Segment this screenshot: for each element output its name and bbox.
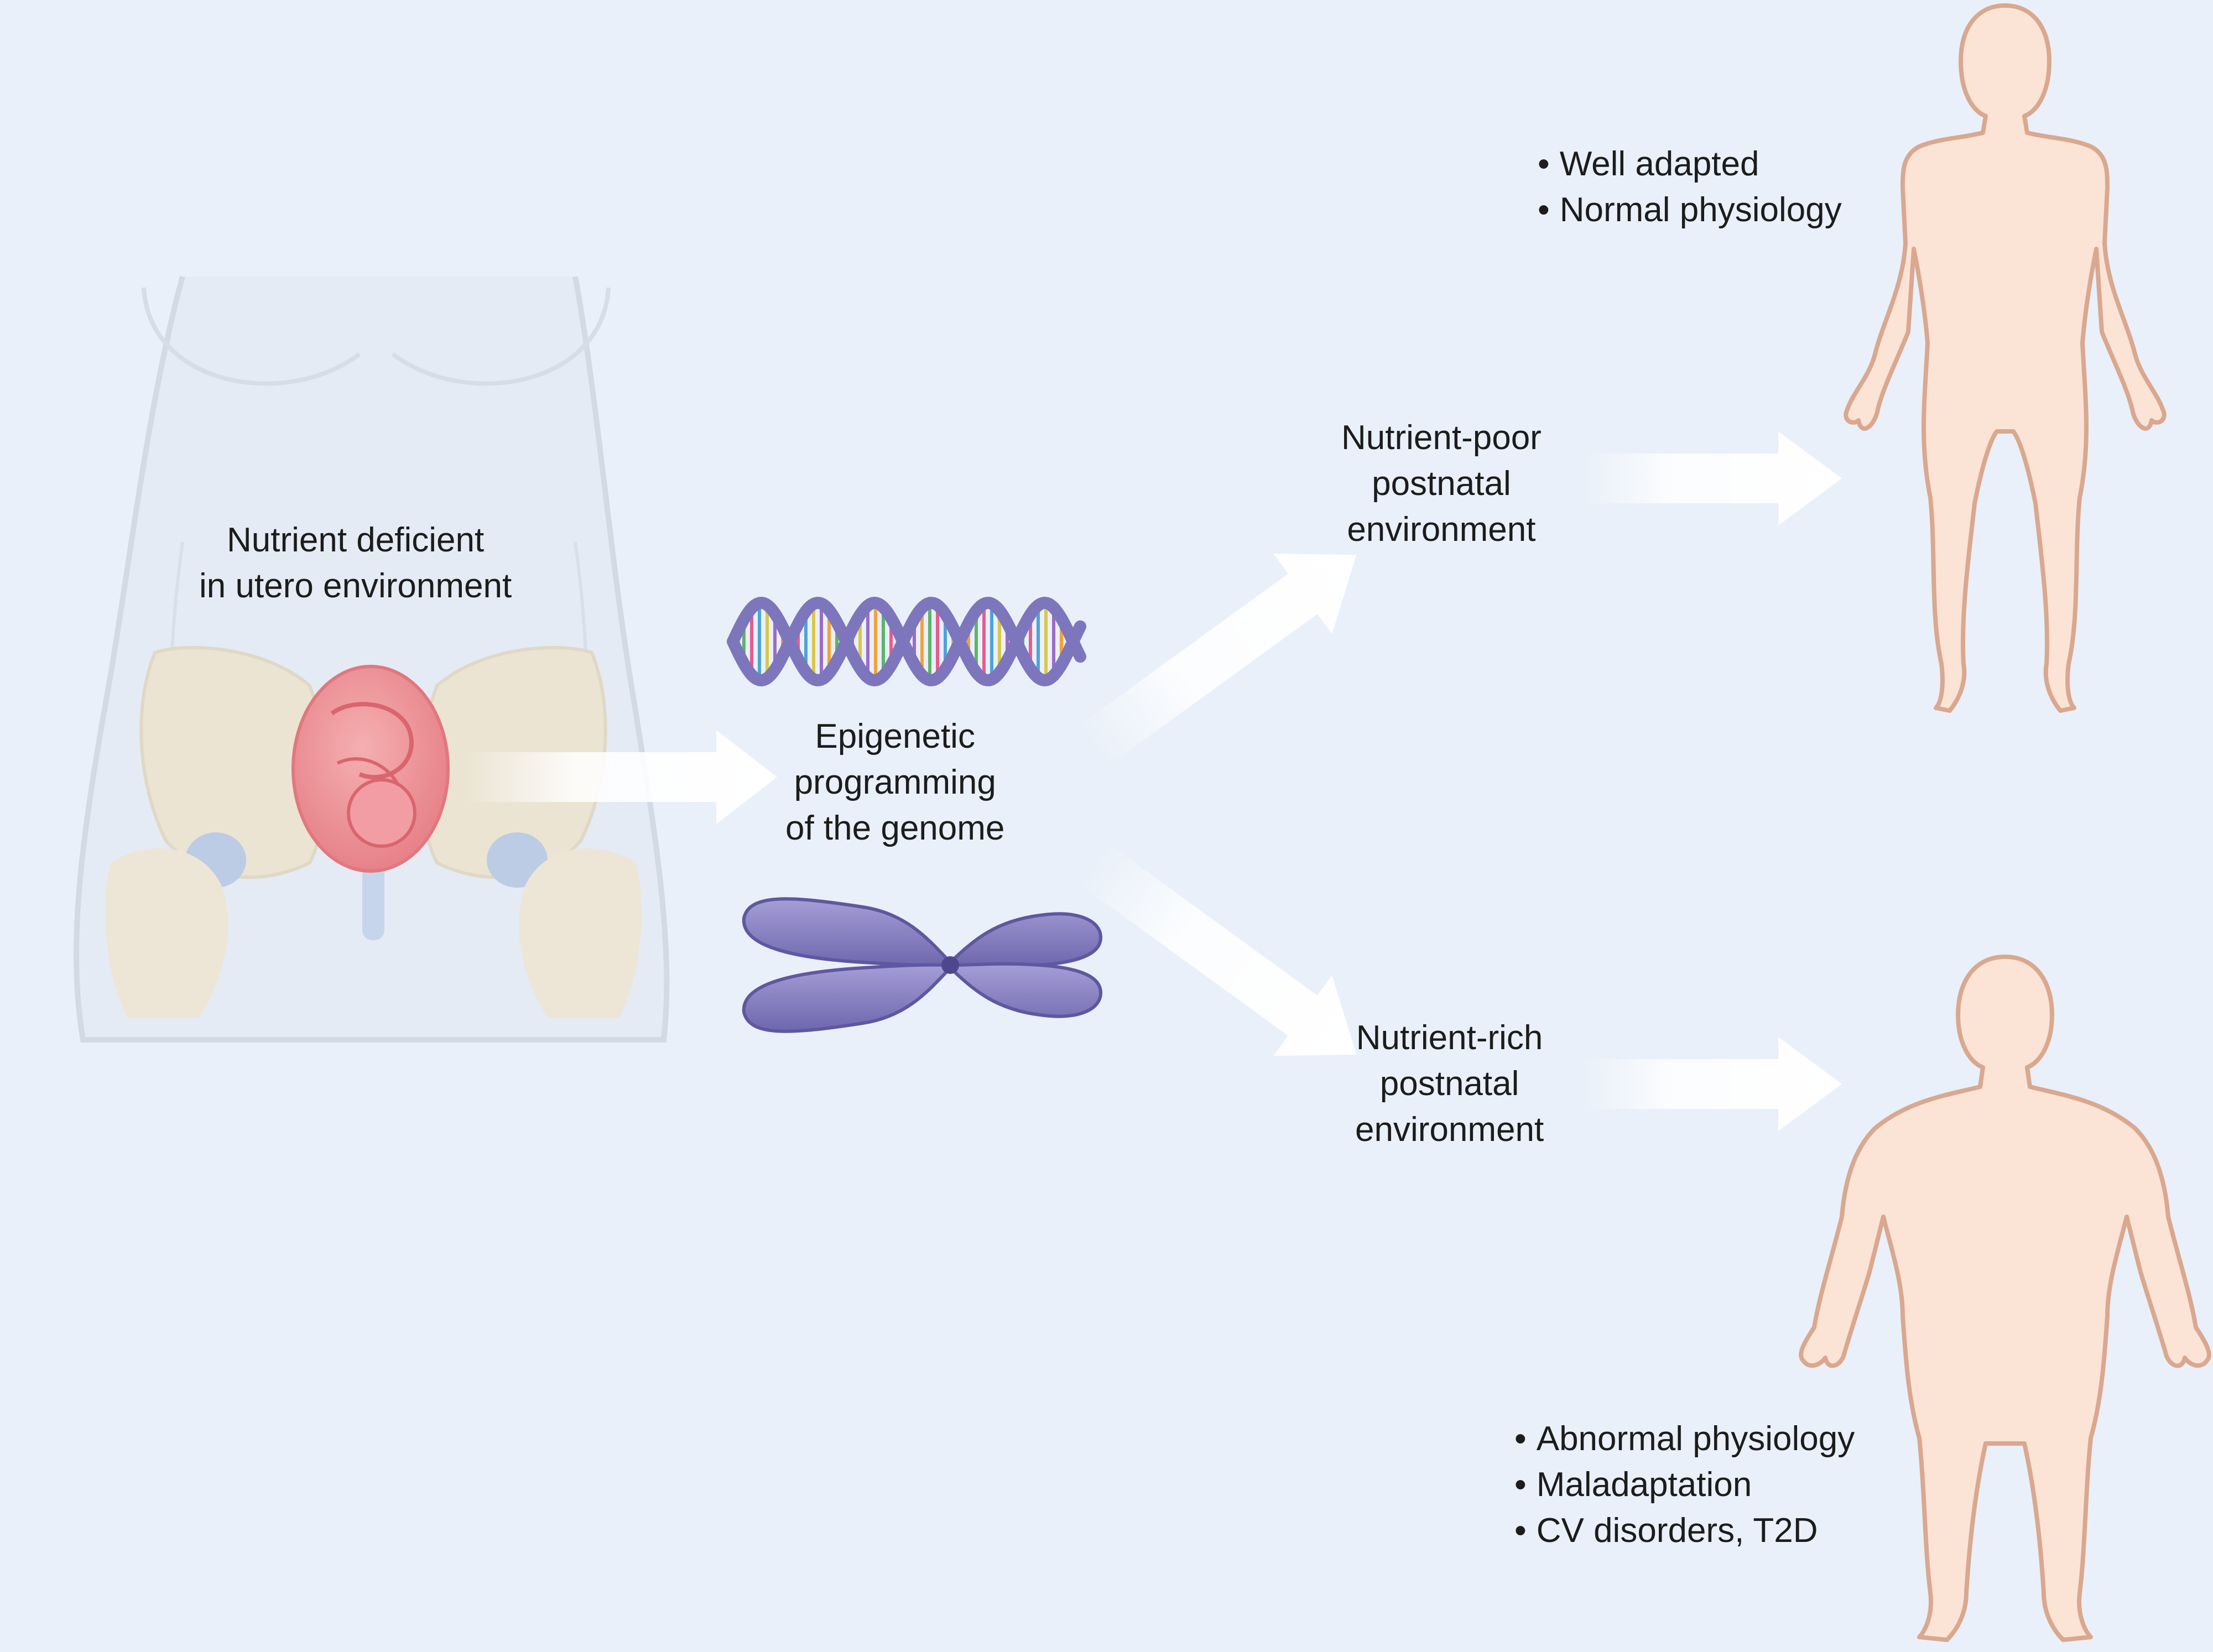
label-epigenetic-line-2: programming [794, 763, 996, 801]
outcome-rich-item: Abnormal physiology [1514, 1416, 1855, 1462]
label-epigenetic-line-3: of the genome [785, 809, 1005, 847]
arrow-to-nutrient-rich [1077, 842, 1357, 1056]
label-nutrient-rich: Nutrient-rich postnatal environment [1355, 1015, 1544, 1153]
label-uterus-line-2: in utero environment [199, 567, 512, 605]
human-figure-lean-icon [1844, 3, 2167, 713]
label-rich-line-2: postnatal [1379, 1065, 1519, 1103]
arrow-uterus-to-epigenetic [465, 730, 777, 824]
label-poor-line-3: environment [1347, 510, 1536, 549]
dna-backbone [727, 596, 1086, 687]
human-figure-obese-icon [1799, 955, 2211, 1642]
label-poor-line-2: postnatal [1372, 465, 1511, 503]
label-epigenetic-line-1: Epigenetic [815, 717, 975, 755]
arrow-poor-to-lean [1582, 431, 1842, 525]
label-nutrient-poor: Nutrient-poor postnatal environment [1341, 415, 1542, 553]
outcome-rich-item: Maladaptation [1514, 1462, 1855, 1508]
label-epigenetic-programming: Epigenetic programming of the genome [785, 713, 1004, 851]
outcome-list-rich: Abnormal physiology Maladaptation CV dis… [1514, 1416, 1855, 1554]
arrow-rich-to-obese [1582, 1037, 1842, 1131]
fetus-icon [291, 665, 450, 873]
arrow-to-nutrient-poor [1077, 553, 1357, 767]
dna-helix-icon [727, 596, 1086, 687]
label-uterus-environment: Nutrient deficient in utero environment [199, 517, 512, 609]
label-rich-line-1: Nutrient-rich [1356, 1019, 1543, 1057]
outcome-poor-item: Well adapted [1538, 141, 1842, 187]
label-poor-line-1: Nutrient-poor [1341, 419, 1542, 457]
outcome-poor-item: Normal physiology [1538, 187, 1842, 233]
label-rich-line-3: environment [1355, 1111, 1544, 1149]
outcome-list-poor: Well adapted Normal physiology [1538, 141, 1842, 233]
torso-illustration [74, 275, 670, 1043]
label-uterus-line-1: Nutrient deficient [226, 521, 485, 559]
chromosome-icon [742, 897, 1103, 1033]
outcome-rich-item: CV disorders, T2D [1514, 1508, 1855, 1554]
